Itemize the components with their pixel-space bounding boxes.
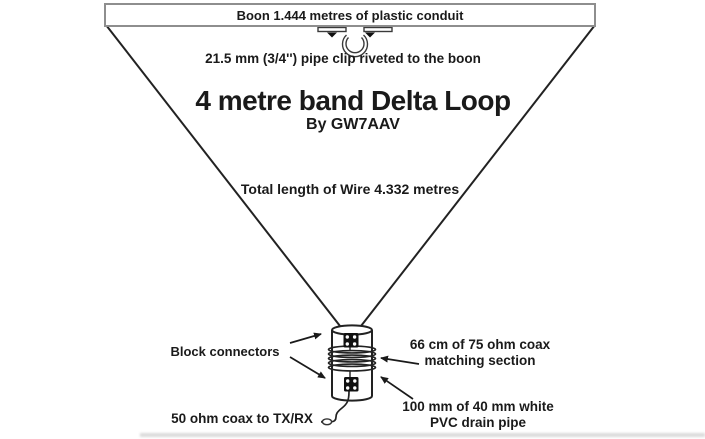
coax-plug-icon [321,418,333,426]
pvc-pipe [331,324,373,402]
boom-bar: Boon 1.444 metres of plastic conduit [104,3,596,27]
page-title: 4 metre band Delta Loop [195,85,511,116]
pipe-clip-label: 21.5 mm (3/4'') pipe clip riveted to the… [205,51,481,66]
pvc-pipe-label: 100 mm of 40 mm white PVC drain pipe [402,399,554,430]
arrow-to-coil [380,355,420,365]
arrow-to-bottom-connector [289,356,326,379]
feed-wire [331,391,350,423]
pipe-clip-icon [317,26,393,58]
pointer-arrows [289,332,420,400]
block-connector-top [343,333,359,351]
arrow-to-top-connector [289,332,322,344]
arrow-to-pipe [380,376,414,400]
feed-coax-label: 50 ohm coax to TX/RX [171,411,313,426]
coax-coil [327,345,377,372]
byline: By GW7AAV [306,116,400,133]
image-bottom-edge [140,433,705,437]
loop-wire-left [105,24,348,336]
boom-label: Boon 1.444 metres of plastic conduit [236,7,464,23]
matching-section-label: 66 cm of 75 ohm coax matching section [409,337,551,368]
block-connector-bottom [344,370,359,392]
loop-wire-right [353,24,596,336]
wire-length-label: Total length of Wire 4.332 metres [240,181,460,197]
block-connectors-label: Block connectors [170,344,280,359]
